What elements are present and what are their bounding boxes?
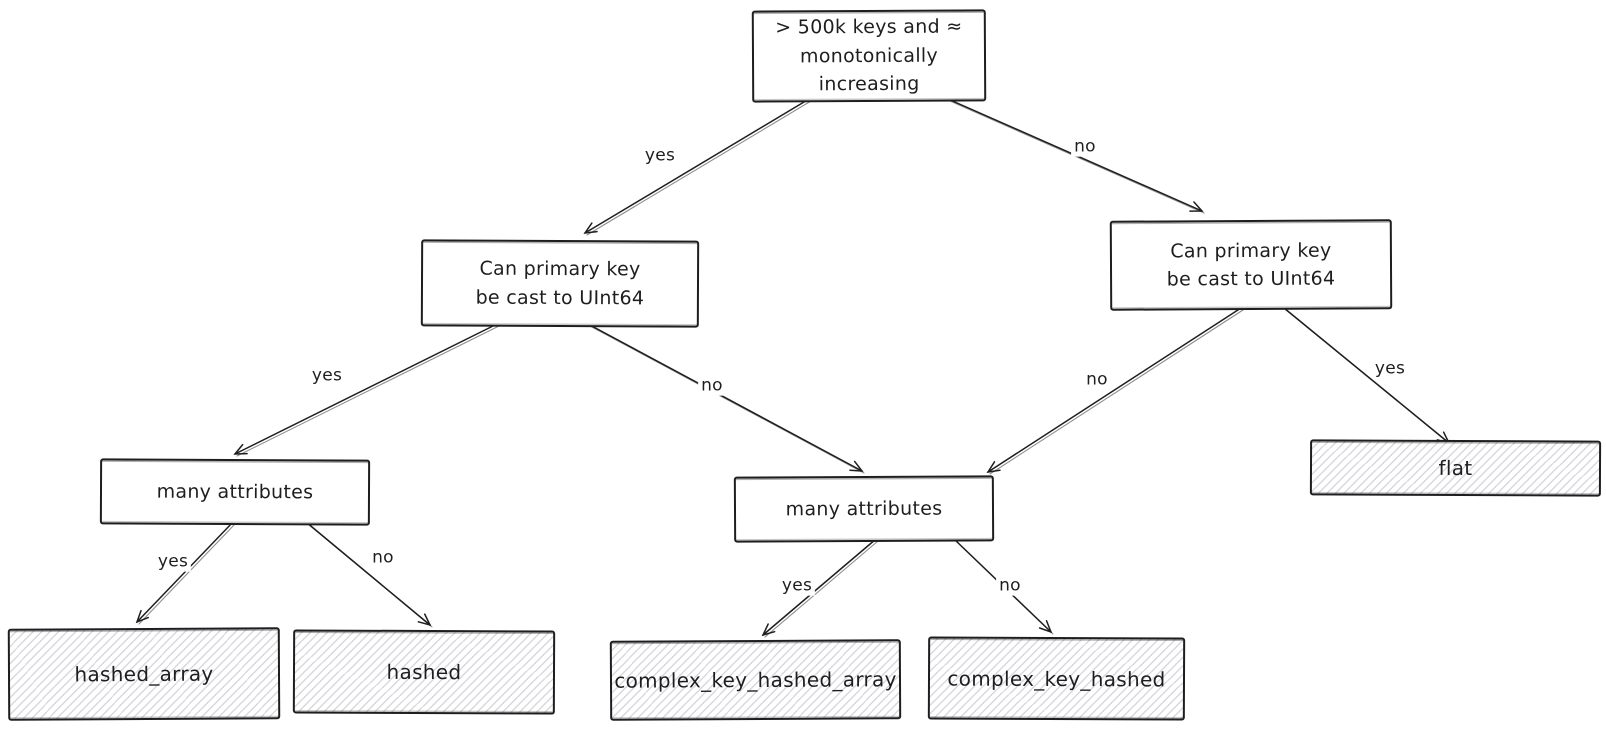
node-flat: flat xyxy=(1309,439,1602,497)
edge-right-uint64-to-center-many xyxy=(986,307,1244,475)
node-left-many-attributes: many attributes xyxy=(99,458,371,526)
edge-label-center-many-no: no xyxy=(996,576,1024,596)
edge-label-center-many-yes: yes xyxy=(778,576,816,596)
edge-label-right-uint64-no: no xyxy=(1083,370,1111,390)
node-root-label: > 500k keys and ≈ monotonically increasi… xyxy=(775,15,963,96)
node-center-many-attributes-label: many attributes xyxy=(785,497,943,521)
node-left-uint64: Can primary key be cast to UInt64 xyxy=(420,239,700,328)
edge-left-uint64-to-center-many xyxy=(587,323,865,474)
edge-label-root-no: no xyxy=(1071,137,1099,157)
edge-label-root-yes: yes xyxy=(641,146,679,166)
edge-label-left-uint64-yes: yes xyxy=(308,366,346,386)
node-root: > 500k keys and ≈ monotonically increasi… xyxy=(751,9,987,103)
edge-left-many-to-hashed xyxy=(305,521,433,628)
edge-label-left-many-yes: yes xyxy=(154,552,192,572)
node-hashed-array: hashed_array xyxy=(7,627,281,721)
edge-label-right-uint64-yes: yes xyxy=(1371,359,1409,379)
node-center-many-attributes: many attributes xyxy=(733,475,995,543)
node-hashed-label: hashed xyxy=(386,659,462,685)
edge-label-left-many-no: no xyxy=(369,548,397,568)
edge-label-left-uint64-no: no xyxy=(698,376,726,396)
edge-left-uint64-to-left-many xyxy=(233,323,500,457)
node-right-uint64: Can primary key be cast to UInt64 xyxy=(1109,219,1393,311)
node-hashed-array-label: hashed_array xyxy=(74,661,214,687)
node-complex-key-hashed-array: complex_key_hashed_array xyxy=(609,639,902,721)
node-complex-key-hashed-label: complex_key_hashed xyxy=(947,666,1166,691)
node-left-many-attributes-label: many attributes xyxy=(156,480,314,504)
node-complex-key-hashed-array-label: complex_key_hashed_array xyxy=(614,667,897,693)
edge-center-many-to-complex-key-hashed-array xyxy=(761,538,879,638)
edge-right-uint64-to-flat xyxy=(1283,307,1452,446)
edge-left-many-to-hashed-array xyxy=(135,521,236,625)
node-flat-label: flat xyxy=(1438,455,1473,481)
node-left-uint64-label: Can primary key be cast to UInt64 xyxy=(475,257,645,309)
edge-root-to-left-uint64 xyxy=(583,98,812,236)
node-hashed: hashed xyxy=(292,629,556,715)
node-right-uint64-label: Can primary key be cast to UInt64 xyxy=(1166,239,1336,291)
node-complex-key-hashed: complex_key_hashed xyxy=(927,636,1186,721)
